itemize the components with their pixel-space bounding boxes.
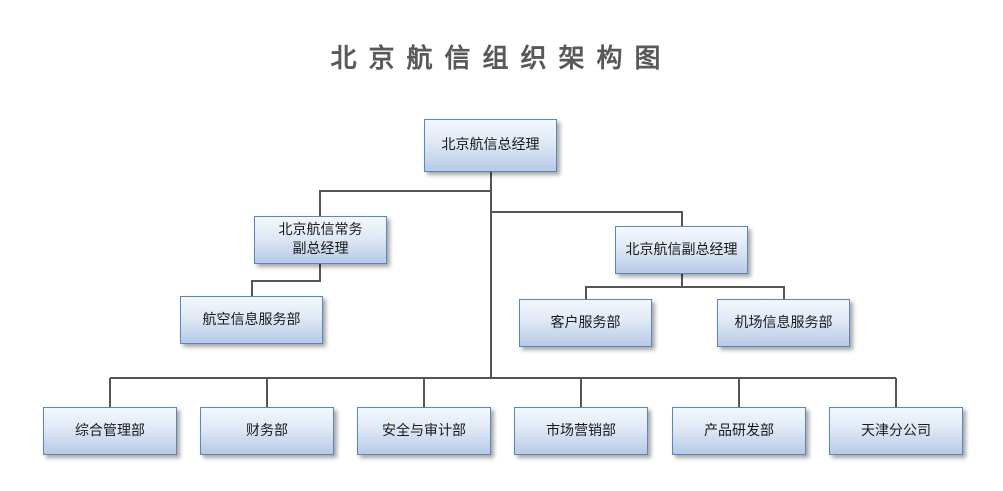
node-label: 综合管理部: [75, 422, 145, 439]
node-airport-info-service[interactable]: 机场信息服务部: [717, 299, 850, 347]
node-aviation-info-service[interactable]: 航空信息服务部: [180, 296, 323, 344]
node-label: 航空信息服务部: [202, 311, 301, 328]
node-label: 机场信息服务部: [734, 314, 833, 331]
node-product-rd[interactable]: 产品研发部: [672, 407, 806, 455]
node-label: 客户服务部: [550, 314, 621, 331]
node-label: 北京航信常务 副总经理: [278, 222, 363, 257]
node-label: 北京航信总经理: [441, 137, 540, 153]
node-marketing[interactable]: 市场营销部: [514, 407, 648, 455]
node-label: 安全与审计部: [382, 422, 466, 439]
node-label: 市场营销部: [546, 422, 616, 439]
node-executive-deputy-gm[interactable]: 北京航信常务 副总经理: [254, 216, 387, 264]
node-deputy-gm[interactable]: 北京航信副总经理: [615, 226, 748, 274]
node-label: 天津分公司: [861, 422, 931, 439]
node-label: 财务部: [246, 422, 288, 439]
node-general-manager[interactable]: 北京航信总经理: [424, 119, 557, 172]
node-tianjin-branch[interactable]: 天津分公司: [829, 407, 963, 455]
node-general-management[interactable]: 综合管理部: [43, 407, 177, 455]
node-customer-service[interactable]: 客户服务部: [519, 299, 652, 347]
node-security-audit[interactable]: 安全与审计部: [357, 407, 491, 455]
page-title: 北京航信组织架构图: [330, 44, 673, 74]
node-finance[interactable]: 财务部: [200, 407, 334, 455]
connector-to-aviation-info: [251, 264, 321, 296]
connector-to-deputy-gm: [491, 211, 683, 226]
connector-to-exec-vp: [319, 190, 491, 216]
node-label: 产品研发部: [704, 422, 774, 439]
node-label: 北京航信副总经理: [625, 241, 738, 258]
connector-deputy-branch: [585, 286, 785, 299]
